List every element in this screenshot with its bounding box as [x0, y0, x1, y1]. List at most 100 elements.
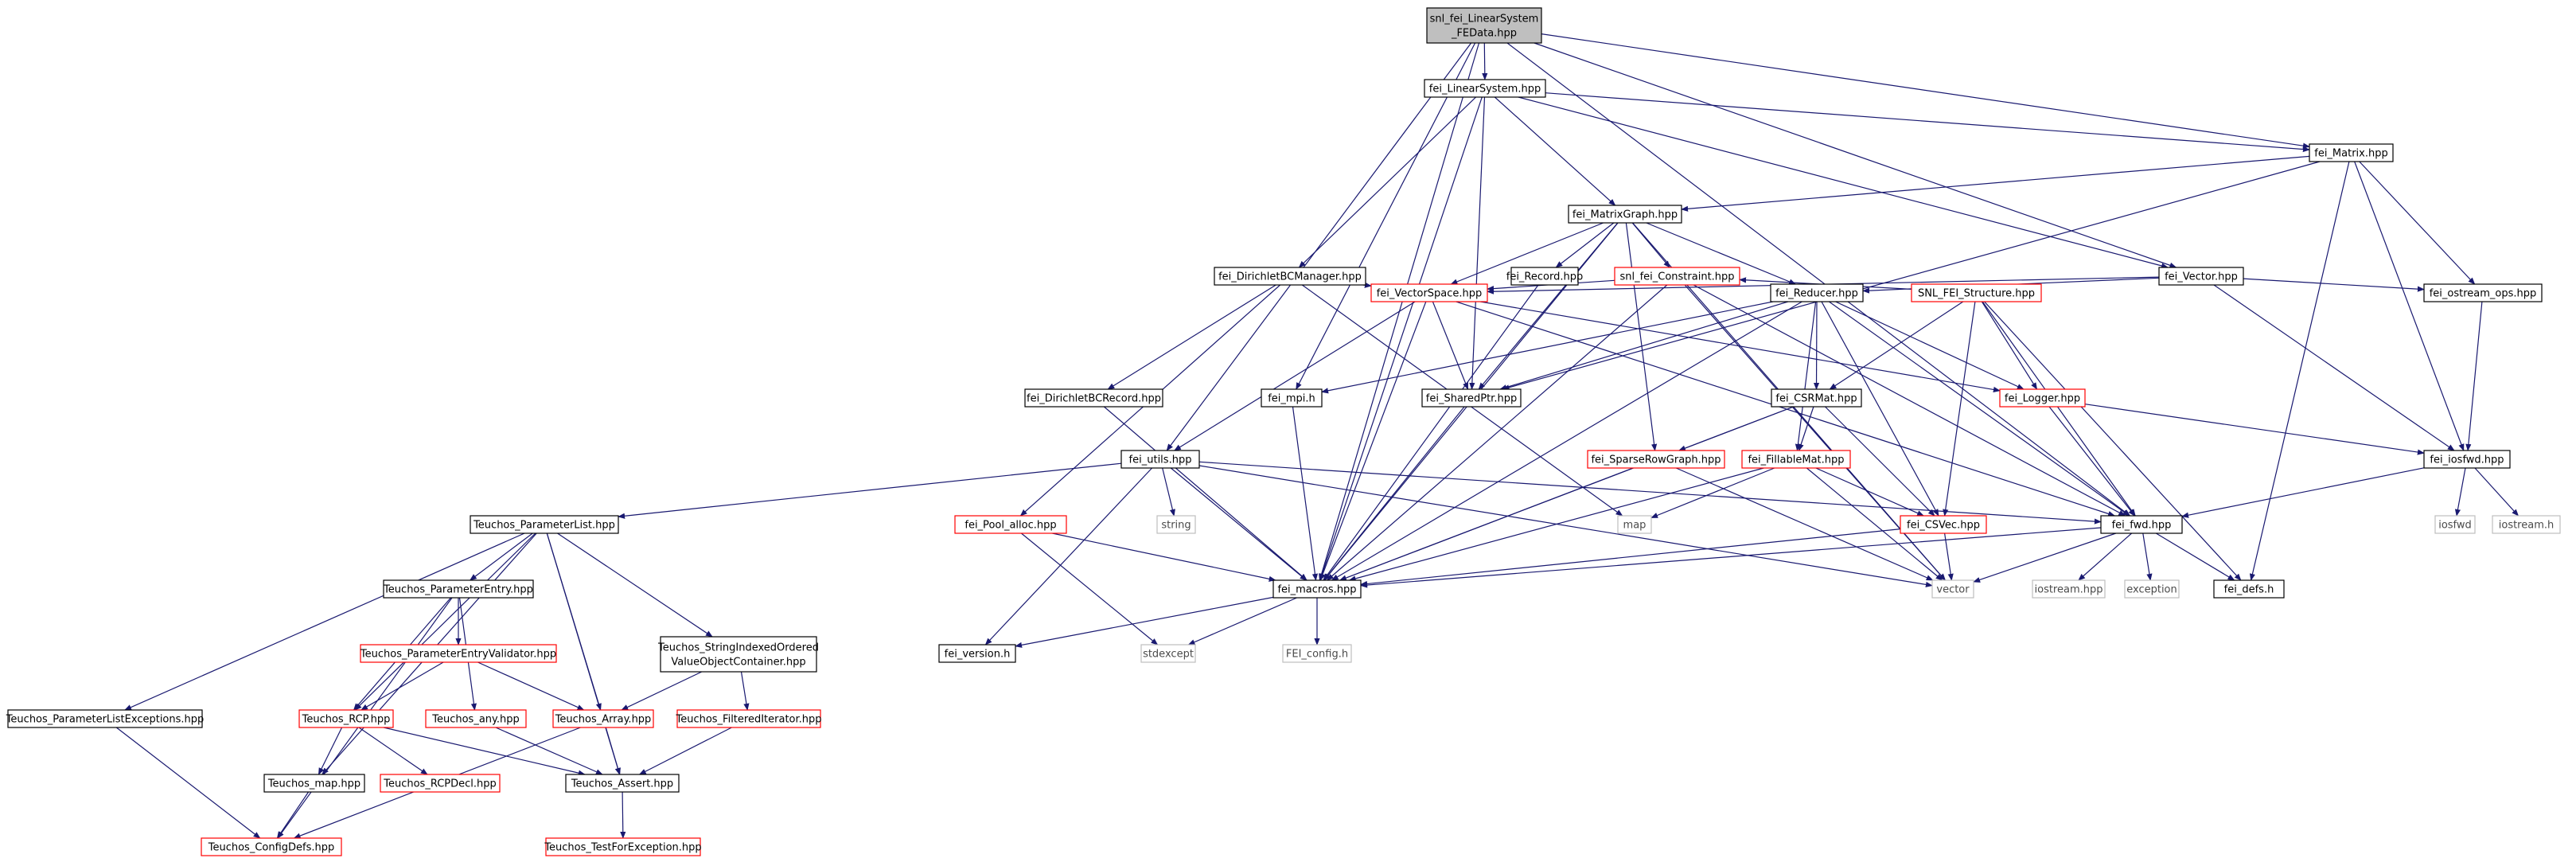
node-record[interactable]: fei_Record.hpp	[1506, 267, 1583, 286]
node-root[interactable]: snl_fei_LinearSystem_FEData.hpp	[1426, 7, 1542, 44]
node-iosfwd_fei[interactable]: fei_iosfwd.hpp	[2423, 450, 2511, 469]
node-csvec[interactable]: fei_CSVec.hpp	[1900, 515, 1987, 534]
node-box	[1617, 515, 1652, 534]
node-iosfwd[interactable]: iosfwd	[2434, 515, 2476, 534]
node-label: FEI_config.h	[1286, 649, 1348, 661]
node-macros[interactable]: fei_macros.hpp	[1272, 579, 1362, 599]
node-label: fei_LinearSystem.hpp	[1429, 84, 1541, 96]
node-plistexc[interactable]: Teuchos_ParameterListExceptions.hpp	[6, 709, 205, 728]
edge-plistexc-to-configdefs	[115, 727, 261, 839]
edge-array-to-assert	[605, 727, 621, 775]
node-constraint[interactable]: snl_fei_Constraint.hpp	[1614, 267, 1740, 286]
edge-csvec-to-macros	[1360, 529, 1901, 587]
node-dbcrecord[interactable]: fei_DirichletBCRecord.hpp	[1024, 388, 1163, 408]
node-box	[360, 644, 557, 663]
edge-plist-to-pentry	[469, 532, 533, 581]
edge-macros-to-stdexcept	[1187, 597, 1297, 646]
node-configdefs[interactable]: Teuchos_ConfigDefs.hpp	[201, 837, 342, 856]
node-dbcmgr[interactable]: fei_DirichletBCManager.hpp	[1214, 267, 1366, 286]
edge-snlstruct-to-feifwd	[1982, 301, 2136, 517]
node-array[interactable]: Teuchos_Array.hpp	[552, 709, 654, 728]
node-box	[1272, 579, 1362, 599]
node-plist[interactable]: Teuchos_ParameterList.hpp	[470, 515, 619, 534]
node-fillable[interactable]: fei_FillableMat.hpp	[1741, 450, 1851, 469]
node-map[interactable]: map	[1617, 515, 1652, 534]
node-version[interactable]: fei_version.h	[938, 644, 1016, 663]
node-exception[interactable]: exception	[2124, 579, 2180, 599]
node-config[interactable]: FEI_config.h	[1282, 644, 1352, 663]
node-poolalloc[interactable]: fei_Pool_alloc.hpp	[954, 515, 1067, 534]
node-label: exception	[2126, 584, 2177, 596]
node-stdexcept[interactable]: stdexcept	[1140, 644, 1196, 663]
node-rcpdecl[interactable]: Teuchos_RCPDecl.hpp	[380, 774, 501, 793]
edge-rcp-to-rcpdecl	[358, 727, 428, 775]
node-string[interactable]: string	[1156, 515, 1196, 534]
node-reducer[interactable]: fei_Reducer.hpp	[1770, 283, 1864, 302]
edge-snlstruct-to-csvec	[1943, 301, 1976, 517]
node-box	[2158, 267, 2244, 286]
edge-utils-to-vectorstd	[1198, 465, 1933, 587]
node-label: fei_DirichletBCRecord.hpp	[1027, 393, 1161, 405]
node-box	[565, 774, 680, 793]
edge-root-to-linsys	[1482, 42, 1488, 80]
node-box	[263, 774, 365, 793]
node-box	[7, 709, 203, 728]
node-box	[1510, 267, 1579, 286]
node-box	[660, 636, 817, 673]
node-feifwd[interactable]: fei_fwd.hpp	[2100, 515, 2183, 534]
edge-dbcrecord-to-macros	[1104, 406, 1307, 581]
edge-utils-to-macros	[1170, 467, 1307, 581]
node-box	[2032, 579, 2106, 599]
node-box	[1931, 579, 1974, 599]
edge-pevalidator-to-array	[477, 661, 585, 711]
node-tmap[interactable]: Teuchos_map.hpp	[263, 774, 365, 793]
node-matrix[interactable]: fei_Matrix.hpp	[2309, 143, 2394, 162]
node-pevalidator[interactable]: Teuchos_ParameterEntryValidator.hpp	[360, 644, 557, 663]
node-matgraph[interactable]: fei_MatrixGraph.hpp	[1568, 205, 1682, 224]
node-linsys[interactable]: fei_LinearSystem.hpp	[1424, 79, 1546, 98]
node-snlstruct[interactable]: SNL_FEI_Structure.hpp	[1911, 283, 2042, 302]
edge-matrix-to-defs	[2249, 161, 2350, 581]
node-pentry[interactable]: Teuchos_ParameterEntry.hpp	[383, 579, 534, 599]
node-assert[interactable]: Teuchos_Assert.hpp	[565, 774, 680, 793]
node-logger[interactable]: fei_Logger.hpp	[1999, 388, 2086, 408]
node-csrmat[interactable]: fei_CSRMat.hpp	[1771, 388, 1862, 408]
edge-snlstruct-to-logger	[1981, 301, 2038, 390]
node-strindexed[interactable]: Teuchos_StringIndexedOrderedValueObjectC…	[657, 636, 819, 673]
edge-plist-to-rcp	[354, 532, 536, 711]
edge-root-to-utils	[1166, 42, 1472, 451]
node-iostream_hpp[interactable]: iostream.hpp	[2032, 579, 2106, 599]
node-box	[1424, 79, 1546, 98]
node-ostreamops[interactable]: fei_ostream_ops.hpp	[2423, 283, 2543, 302]
node-testforexc[interactable]: Teuchos_TestForException.hpp	[544, 837, 702, 856]
node-box	[1370, 283, 1488, 302]
node-filtered[interactable]: Teuchos_FilteredIterator.hpp	[675, 709, 822, 728]
node-box	[1421, 388, 1522, 408]
edge-matgraph-to-record	[1555, 222, 1615, 268]
node-vector[interactable]: fei_Vector.hpp	[2158, 267, 2244, 286]
node-iostream_h[interactable]: iostream.h	[2492, 515, 2561, 534]
edge-csvec-to-vectorstd	[1944, 532, 1954, 581]
node-box	[1771, 388, 1862, 408]
edge-iosfwd_fei-to-iostream_h	[2474, 467, 2519, 517]
node-rcp[interactable]: Teuchos_RCP.hpp	[298, 709, 394, 728]
edge-matgraph-to-sparserow	[1625, 222, 1658, 451]
node-box	[676, 709, 821, 728]
edge-rcp-to-tmap	[318, 727, 343, 775]
node-vectorstd[interactable]: vector	[1931, 579, 1974, 599]
node-label: stdexcept	[1143, 649, 1194, 661]
node-sharedptr[interactable]: fei_SharedPtr.hpp	[1421, 388, 1522, 408]
node-vecspace[interactable]: fei_VectorSpace.hpp	[1370, 283, 1488, 302]
node-mpi[interactable]: fei_mpi.h	[1261, 388, 1323, 408]
node-label: fei_Reducer.hpp	[1775, 288, 1858, 300]
node-any[interactable]: Teuchos_any.hpp	[425, 709, 527, 728]
node-label: fei_SharedPtr.hpp	[1426, 393, 1517, 405]
node-label: fei_utils.hpp	[1129, 454, 1192, 466]
node-label: Teuchos_FilteredIterator.hpp	[675, 714, 821, 726]
node-box	[2309, 143, 2394, 162]
edge-plist-to-strindexed	[557, 532, 713, 638]
node-sparserow[interactable]: fei_SparseRowGraph.hpp	[1587, 450, 1725, 469]
node-defs[interactable]: fei_defs.h	[2213, 579, 2285, 599]
edge-reducer-to-sharedptr	[1499, 301, 1788, 391]
node-utils[interactable]: fei_utils.hpp	[1120, 450, 1200, 469]
